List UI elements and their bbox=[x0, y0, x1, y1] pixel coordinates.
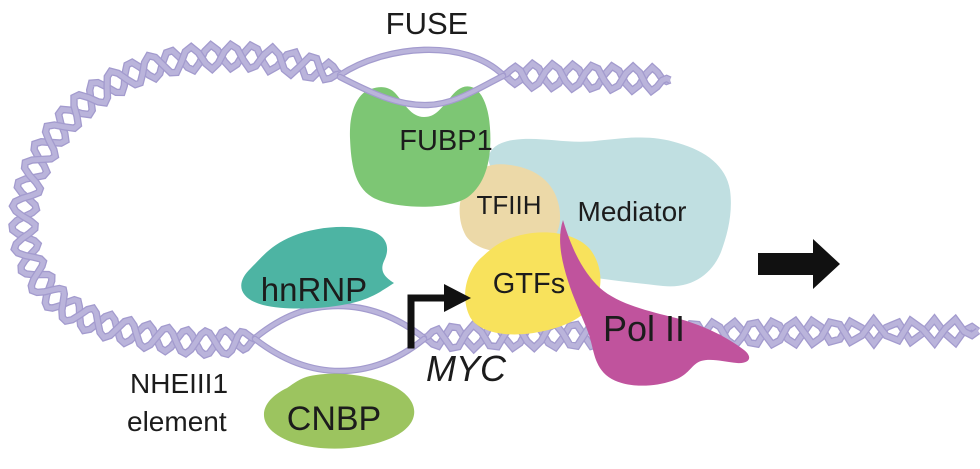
transcription-direction-arrow-icon bbox=[758, 239, 840, 289]
label-myc-gene: MYC bbox=[426, 348, 507, 389]
label-nheiii1-line2: element bbox=[127, 406, 227, 437]
fuse-top-ssdna-strand bbox=[336, 46, 507, 79]
label-gtfs: GTFs bbox=[493, 268, 566, 300]
promoter-arrow-line bbox=[407, 294, 448, 349]
fuse-bottom-strand bbox=[338, 74, 505, 108]
nheiii1-bottom-strand bbox=[253, 337, 426, 374]
label-hnrnp: hnRNP bbox=[261, 271, 367, 308]
dna-upstream-loop-strand bbox=[9, 41, 341, 357]
dna-top-right-segment-strand bbox=[502, 60, 671, 95]
fuse-top-strand bbox=[338, 47, 505, 77]
pol2-blob bbox=[560, 220, 750, 386]
cnbp-blob bbox=[263, 373, 415, 449]
label-nheiii1-line1: NHEIII1 bbox=[130, 368, 228, 399]
promoter-arrowhead bbox=[444, 284, 471, 312]
label-fuse: FUSE bbox=[386, 6, 469, 41]
label-cnbp: CNBP bbox=[287, 400, 381, 438]
label-mediator: Mediator bbox=[578, 196, 687, 227]
dna-top-right-segment bbox=[501, 58, 672, 97]
promoter-arrow-icon bbox=[407, 284, 471, 349]
label-fubp1: FUBP1 bbox=[399, 125, 492, 157]
dna-upstream-loop-strand bbox=[9, 41, 342, 358]
nheiii1-top-strand bbox=[253, 303, 426, 340]
nheiii1-top-ssdna-strand bbox=[251, 302, 428, 342]
fubp1-blob bbox=[349, 86, 491, 207]
tfiih-blob bbox=[459, 164, 561, 253]
dna-upstream-loop bbox=[8, 39, 343, 360]
fuse-bottom-ssdna-strand bbox=[336, 72, 507, 109]
nheiii1-bottom-ssdna-strand bbox=[251, 335, 428, 375]
hnrnp-blob bbox=[241, 226, 394, 309]
label-pol2: Pol II bbox=[603, 308, 685, 349]
label-tfiih: TFIIH bbox=[477, 190, 542, 220]
